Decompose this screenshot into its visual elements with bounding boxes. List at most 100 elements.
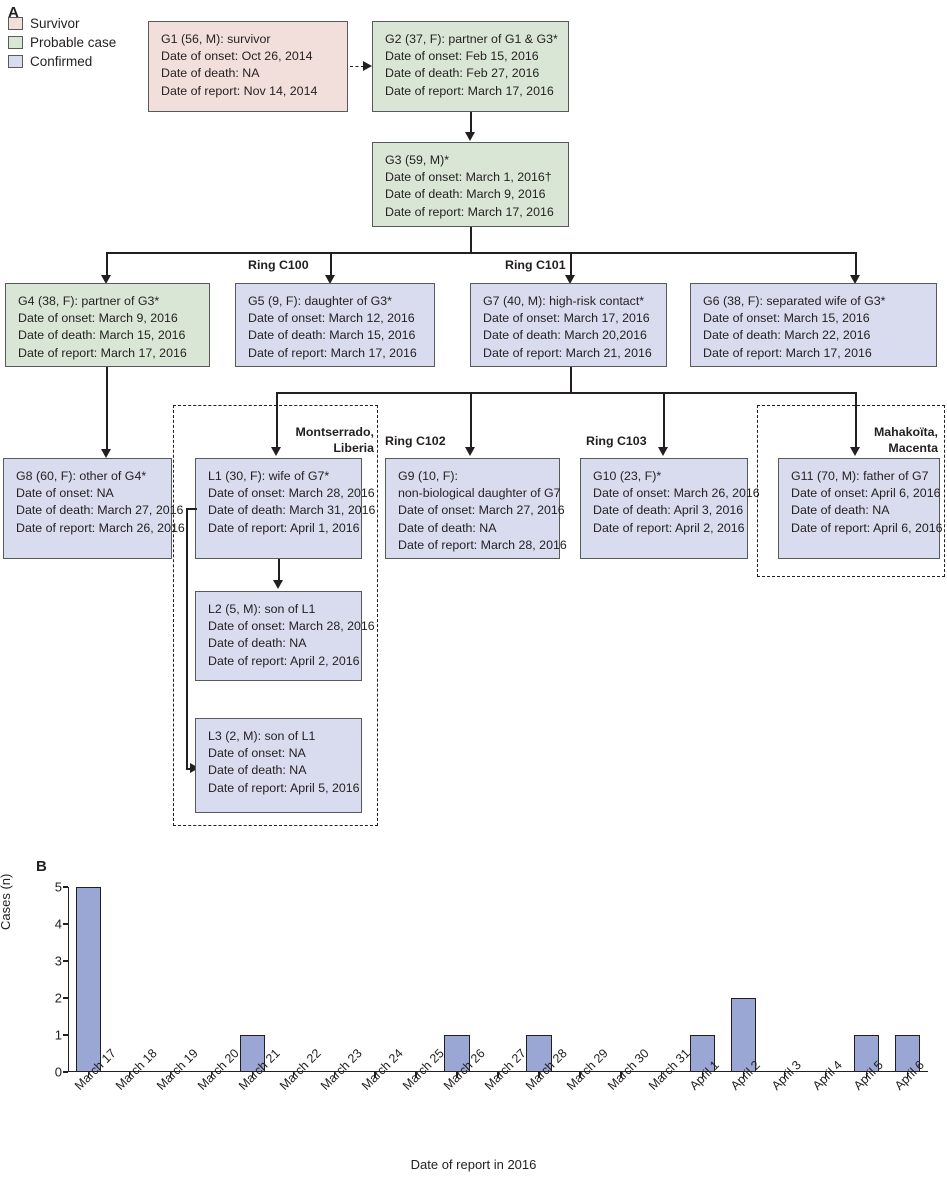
group-montserrado-liberia	[173, 405, 378, 826]
x-tick-mark	[251, 1072, 253, 1078]
y-tick-label: 5	[54, 879, 62, 895]
node-l2-report: Date of report: April 2, 2016	[208, 653, 360, 668]
node-g7-title: G7 (40, M): high-risk contact*	[483, 294, 645, 308]
x-tick-mark	[906, 1072, 909, 1078]
connector-l3-horizontal	[186, 768, 192, 770]
region-label-montserrado: Montserrado, Liberia	[278, 424, 374, 456]
legend-swatch-confirmed	[8, 55, 23, 68]
ring-label-c102: Ring C102	[385, 434, 446, 448]
ring-label-c101: Ring C101	[505, 258, 566, 272]
y-tick-mark	[63, 923, 68, 925]
node-l2-onset: Date of onset: March 28, 2016	[208, 619, 375, 634]
y-tick-label: 4	[54, 916, 62, 932]
node-l3-title: L3 (2, M): son of L1	[208, 729, 316, 743]
y-tick-mark	[63, 997, 68, 999]
node-l1-title: L1 (30, F): wife of G7*	[208, 469, 330, 483]
node-g8-onset: Date of onset: NA	[16, 486, 114, 501]
node-g4-death: Date of death: March 15, 2016	[18, 328, 186, 343]
node-g8-report: Date of report: March 26, 2016	[16, 520, 185, 535]
region-label-mahakoita-line2: Macenta	[888, 441, 938, 455]
node-g9-subtitle: non-biological daughter of G7	[398, 486, 561, 501]
x-tick-label: March 31	[645, 1046, 693, 1093]
x-tick-mark	[128, 1072, 131, 1078]
x-tick-mark	[87, 1072, 90, 1078]
node-g2-onset: Date of onset: Feb 15, 2016	[385, 49, 539, 64]
connector-drop-g4	[106, 252, 108, 277]
arrow-to-g8	[101, 449, 111, 458]
arrow-to-l3	[190, 763, 199, 773]
connector-g4-to-g8	[106, 367, 108, 451]
arrow-g2-to-g3	[465, 132, 475, 141]
region-label-mahakoita: Mahakoïta, Macenta	[838, 424, 938, 456]
node-g9-death: Date of death: NA	[398, 520, 497, 535]
node-l3-death: Date of death: NA	[208, 763, 307, 778]
arrow-to-g7	[565, 275, 575, 284]
node-g6-report: Date of report: March 17, 2016	[703, 345, 872, 360]
arrow-to-g4	[101, 275, 111, 284]
x-axis-line	[68, 1070, 928, 1072]
node-g5-death: Date of death: March 15, 2016	[248, 328, 416, 343]
connector-drop-g11	[855, 392, 857, 449]
node-g9-title: G9 (10, F):	[398, 469, 458, 483]
node-l3-report: Date of report: April 5, 2016	[208, 780, 360, 795]
node-g4-report: Date of report: March 17, 2016	[18, 345, 187, 360]
x-tick-label: April 3	[768, 1057, 804, 1093]
x-tick-label: March 27	[482, 1046, 529, 1093]
x-tick-label: March 23	[318, 1046, 365, 1093]
connector-row3-bus	[106, 252, 856, 254]
legend-item-survivor: Survivor	[8, 14, 116, 33]
arrow-to-g5	[325, 275, 335, 284]
connector-g3-stem	[470, 227, 472, 253]
node-g11-onset: Date of onset: April 6, 2016	[791, 486, 941, 501]
node-g1: G1 (56, M): survivor Date of onset: Oct …	[148, 21, 348, 112]
legend-label-confirmed: Confirmed	[30, 54, 93, 69]
node-g1-title: G1 (56, M): survivor	[161, 32, 271, 46]
node-g8-death: Date of death: March 27, 2016	[16, 503, 184, 518]
legend-swatch-probable	[8, 36, 23, 49]
node-g3-death: Date of death: March 9, 2016	[385, 187, 546, 202]
connector-drop-g9	[470, 392, 472, 449]
connector-l1-to-l2	[278, 559, 280, 582]
node-g10-report: Date of report: April 2, 2016	[593, 520, 745, 535]
node-g5-title: G5 (9, F): daughter of G3*	[248, 294, 392, 308]
node-g8-title: G8 (60, F): other of G4*	[16, 469, 147, 483]
x-tick-mark	[333, 1072, 335, 1078]
node-l1-report: Date of report: April 1, 2016	[208, 520, 360, 535]
y-tick-mark	[63, 1071, 68, 1073]
node-g7-death: Date of death: March 20,2016	[483, 328, 647, 343]
x-tick-mark	[210, 1072, 212, 1078]
node-l1-death: Date of death: March 31, 2016	[208, 503, 376, 518]
bar	[75, 887, 102, 1072]
y-tick-mark	[63, 960, 68, 962]
x-tick-mark	[169, 1072, 172, 1078]
node-g9: G9 (10, F): non-biological daughter of G…	[385, 458, 567, 559]
panel-a-letter: A	[8, 4, 19, 21]
y-tick-label: 1	[54, 1027, 62, 1043]
legend-item-confirmed: Confirmed	[8, 52, 116, 71]
connector-l1-to-l3-vertical	[186, 508, 188, 769]
node-g3-title: G3 (59, M)*	[385, 153, 450, 167]
node-l1: L1 (30, F): wife of G7* Date of onset: M…	[195, 458, 376, 559]
x-tick-mark	[702, 1072, 704, 1078]
x-tick-label: March 22	[277, 1046, 324, 1093]
node-g11-death: Date of death: NA	[791, 503, 890, 518]
region-label-mahakoita-line1: Mahakoïta,	[873, 425, 938, 439]
ring-label-c100: Ring C100	[248, 258, 309, 272]
bar	[239, 1035, 265, 1072]
connector-row4-bus	[276, 392, 856, 394]
node-g6-title: G6 (38, F): separated wife of G3*	[703, 294, 886, 308]
arrow-to-g6	[850, 275, 860, 284]
node-l2-death: Date of death: NA	[208, 636, 307, 651]
node-g2-death: Date of death: Feb 27, 2016	[385, 66, 540, 81]
group-mahakoita-macenta	[757, 405, 945, 577]
connector-drop-g10	[663, 392, 665, 449]
region-label-montserrado-line2: Liberia	[333, 441, 374, 455]
legend-item-probable: Probable case	[8, 33, 116, 52]
connector-drop-g6	[855, 252, 857, 277]
node-g5: G5 (9, F): daughter of G3* Date of onset…	[235, 283, 435, 367]
node-l2: L2 (5, M): son of L1 Date of onset: Marc…	[195, 591, 375, 681]
y-axis-line	[68, 887, 70, 1072]
x-tick-mark	[824, 1072, 827, 1078]
x-tick-mark	[620, 1072, 622, 1078]
node-g6: G6 (38, F): separated wife of G3* Date o…	[690, 283, 937, 367]
